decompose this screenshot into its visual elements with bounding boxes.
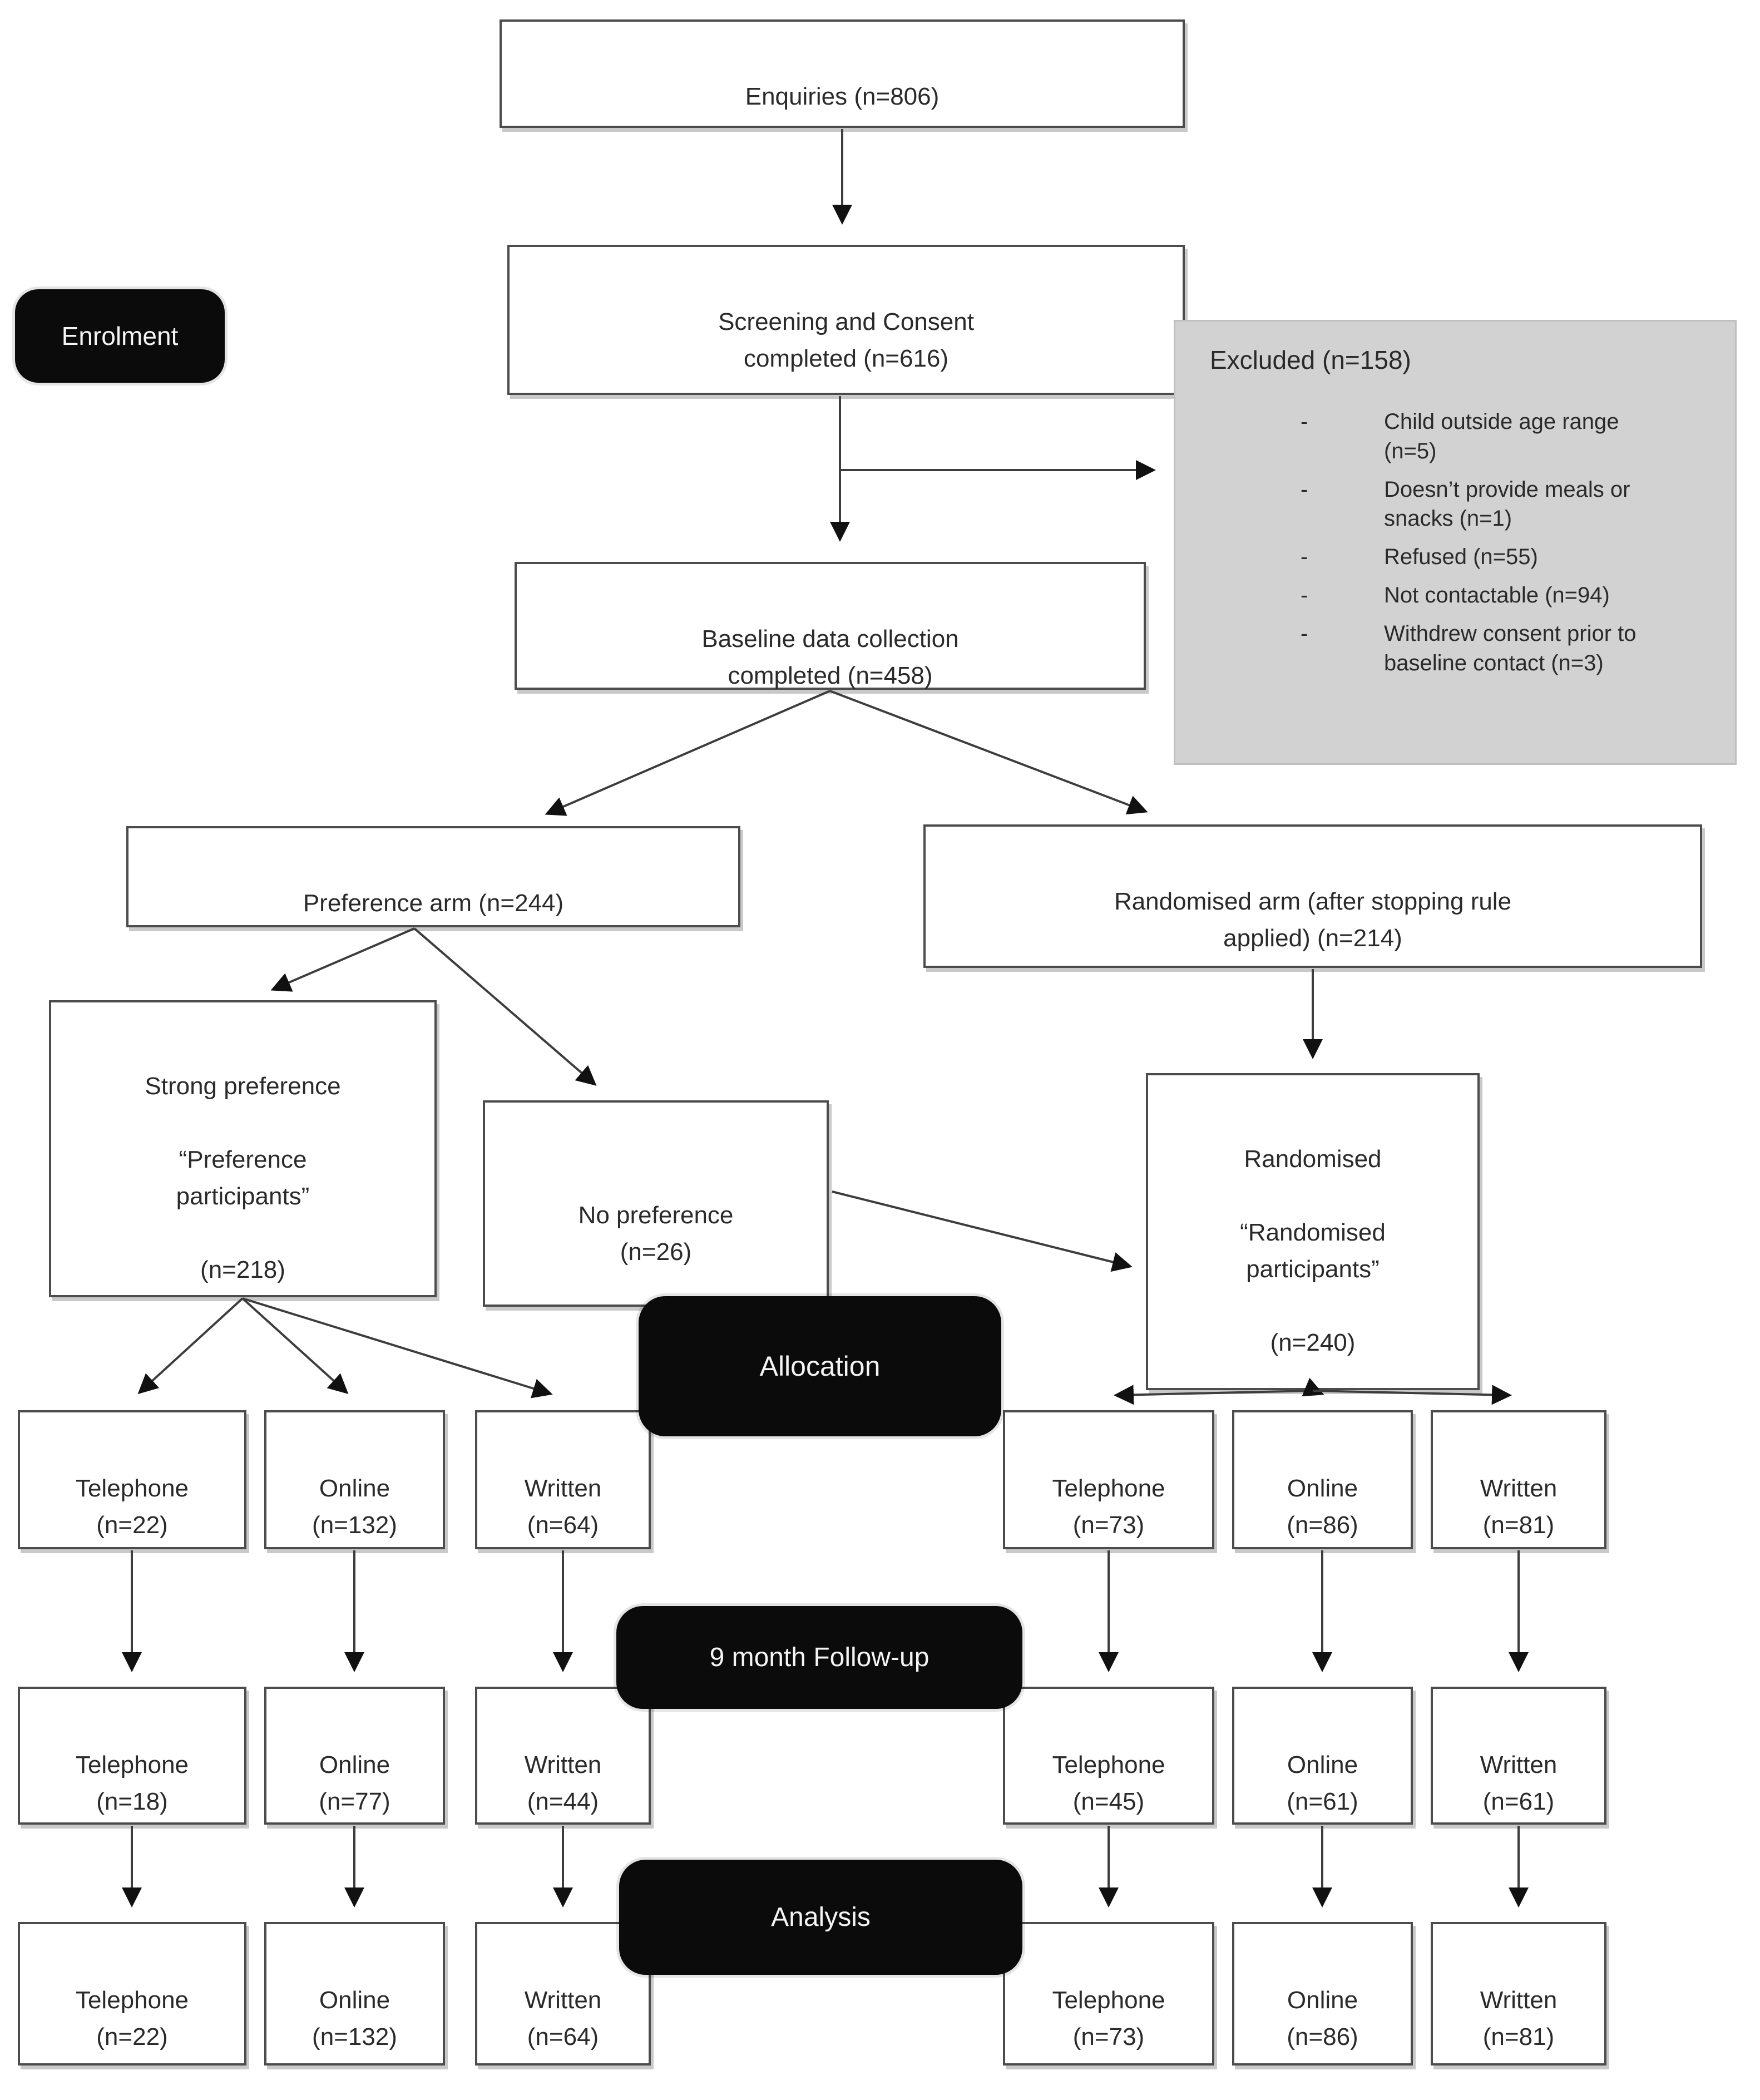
allocation-box-rand-online-label: Online (n=86): [1287, 1475, 1358, 1539]
node-screening: Screening and Consent completed (n=616): [507, 245, 1185, 395]
node-randomised-participants: Randomised “Randomised participants” (n=…: [1146, 1073, 1480, 1390]
node-strong-preference: Strong preference “Preference participan…: [49, 1000, 437, 1297]
excluded-item-text: Refused (n=55): [1384, 545, 1538, 570]
analysis-box-rand-written: Written (n=81): [1431, 1922, 1606, 2066]
analysis-box-rand-online-label: Online (n=86): [1287, 1987, 1358, 2050]
allocation-box-pref-telephone: Telephone (n=22): [18, 1410, 246, 1549]
node-screening-label: Screening and Consent completed (n=616): [718, 308, 974, 372]
allocation-box-pref-online: Online (n=132): [264, 1410, 445, 1549]
allocation-box-rand-telephone: Telephone (n=73): [1003, 1410, 1214, 1549]
stage-pill-followup: 9 month Follow-up: [616, 1606, 1022, 1709]
node-baseline: Baseline data collection completed (n=45…: [515, 562, 1146, 690]
analysis-box-rand-written-label: Written (n=81): [1480, 1987, 1558, 2050]
stage-pill-allocation-label: Allocation: [759, 1351, 881, 1382]
allocation-box-rand-written-label: Written (n=81): [1480, 1475, 1558, 1539]
excluded-item: - Refused (n=55): [1175, 542, 1735, 572]
analysis-box-pref-online: Online (n=132): [264, 1922, 445, 2066]
allocation-box-pref-written-label: Written (n=64): [524, 1475, 602, 1539]
followup-box-rand-online-label: Online (n=61): [1287, 1751, 1358, 1815]
stage-pill-enrolment: Enrolment: [15, 289, 225, 383]
allocation-box-rand-online: Online (n=86): [1232, 1410, 1413, 1549]
allocation-box-rand-written: Written (n=81): [1431, 1410, 1606, 1549]
followup-box-pref-online: Online (n=77): [264, 1687, 445, 1825]
followup-box-rand-written-label: Written (n=61): [1480, 1751, 1558, 1815]
followup-box-rand-written: Written (n=61): [1431, 1687, 1606, 1825]
dash-bullet: -: [1301, 582, 1308, 607]
excluded-item: - Child outside age range (n=5): [1175, 407, 1735, 466]
followup-box-pref-online-label: Online (n=77): [319, 1751, 390, 1815]
excluded-item: - Doesn’t provide meals or snacks (n=1): [1175, 475, 1735, 534]
allocation-box-pref-online-label: Online (n=132): [312, 1475, 397, 1539]
followup-box-rand-telephone: Telephone (n=45): [1003, 1687, 1214, 1825]
followup-box-rand-telephone-label: Telephone (n=45): [1052, 1751, 1165, 1815]
excluded-item-text: Child outside age range (n=5): [1384, 409, 1619, 463]
followup-box-pref-telephone: Telephone (n=18): [18, 1687, 246, 1825]
analysis-box-pref-written-label: Written (n=64): [524, 1987, 602, 2050]
node-baseline-label: Baseline data collection completed (n=45…: [701, 625, 959, 689]
analysis-box-rand-telephone-label: Telephone (n=73): [1052, 1987, 1165, 2050]
stage-pill-followup-label: 9 month Follow-up: [709, 1643, 930, 1672]
node-randomised-arm: Randomised arm (after stopping rule appl…: [923, 824, 1702, 968]
node-no-preference-label: No preference (n=26): [578, 1202, 734, 1266]
excluded-item: - Not contactable (n=94): [1175, 581, 1735, 610]
allocation-box-rand-telephone-label: Telephone (n=73): [1052, 1475, 1165, 1539]
node-excluded: Excluded (n=158) - Child outside age ran…: [1174, 320, 1737, 765]
analysis-box-rand-telephone: Telephone (n=73): [1003, 1922, 1214, 2066]
stage-pill-enrolment-label: Enrolment: [61, 322, 179, 350]
stage-pill-allocation: Allocation: [639, 1296, 1001, 1436]
dash-bullet: -: [1301, 477, 1308, 502]
node-preference-arm: Preference arm (n=244): [126, 826, 740, 927]
followup-box-pref-written: Written (n=44): [475, 1687, 651, 1825]
dash-bullet: -: [1301, 409, 1308, 434]
followup-box-pref-written-label: Written (n=44): [524, 1751, 602, 1815]
node-no-preference: No preference (n=26): [483, 1100, 829, 1307]
node-enquiries: Enquiries (n=806): [500, 19, 1185, 128]
dash-bullet: -: [1301, 545, 1308, 570]
allocation-box-pref-telephone-label: Telephone (n=22): [75, 1475, 189, 1539]
excluded-item: - Withdrew consent prior to baseline con…: [1175, 619, 1735, 678]
followup-box-pref-telephone-label: Telephone (n=18): [75, 1751, 189, 1815]
stage-pill-analysis: Analysis: [619, 1860, 1022, 1975]
excluded-list: - Child outside age range (n=5) - Doesn’…: [1175, 407, 1735, 678]
analysis-box-pref-telephone: Telephone (n=22): [18, 1922, 246, 2066]
followup-box-rand-online: Online (n=61): [1232, 1687, 1413, 1825]
node-strong-preference-label: Strong preference “Preference participan…: [145, 1073, 341, 1283]
analysis-box-pref-online-label: Online (n=132): [312, 1987, 397, 2050]
allocation-box-pref-written: Written (n=64): [475, 1410, 651, 1549]
analysis-box-rand-online: Online (n=86): [1232, 1922, 1413, 2066]
node-enquiries-label: Enquiries (n=806): [745, 83, 940, 110]
dash-bullet: -: [1301, 621, 1308, 646]
stage-pill-analysis-label: Analysis: [771, 1903, 871, 1932]
node-randomised-participants-label: Randomised “Randomised participants” (n=…: [1240, 1145, 1386, 1356]
node-randomised-arm-label: Randomised arm (after stopping rule appl…: [1114, 888, 1512, 952]
analysis-box-pref-telephone-label: Telephone (n=22): [75, 1987, 189, 2050]
excluded-item-text: Not contactable (n=94): [1384, 582, 1610, 607]
excluded-item-text: Withdrew consent prior to baseline conta…: [1384, 621, 1637, 675]
node-preference-arm-label: Preference arm (n=244): [303, 890, 564, 917]
excluded-title: Excluded (n=158): [1210, 345, 1411, 374]
excluded-item-text: Doesn’t provide meals or snacks (n=1): [1384, 477, 1630, 531]
